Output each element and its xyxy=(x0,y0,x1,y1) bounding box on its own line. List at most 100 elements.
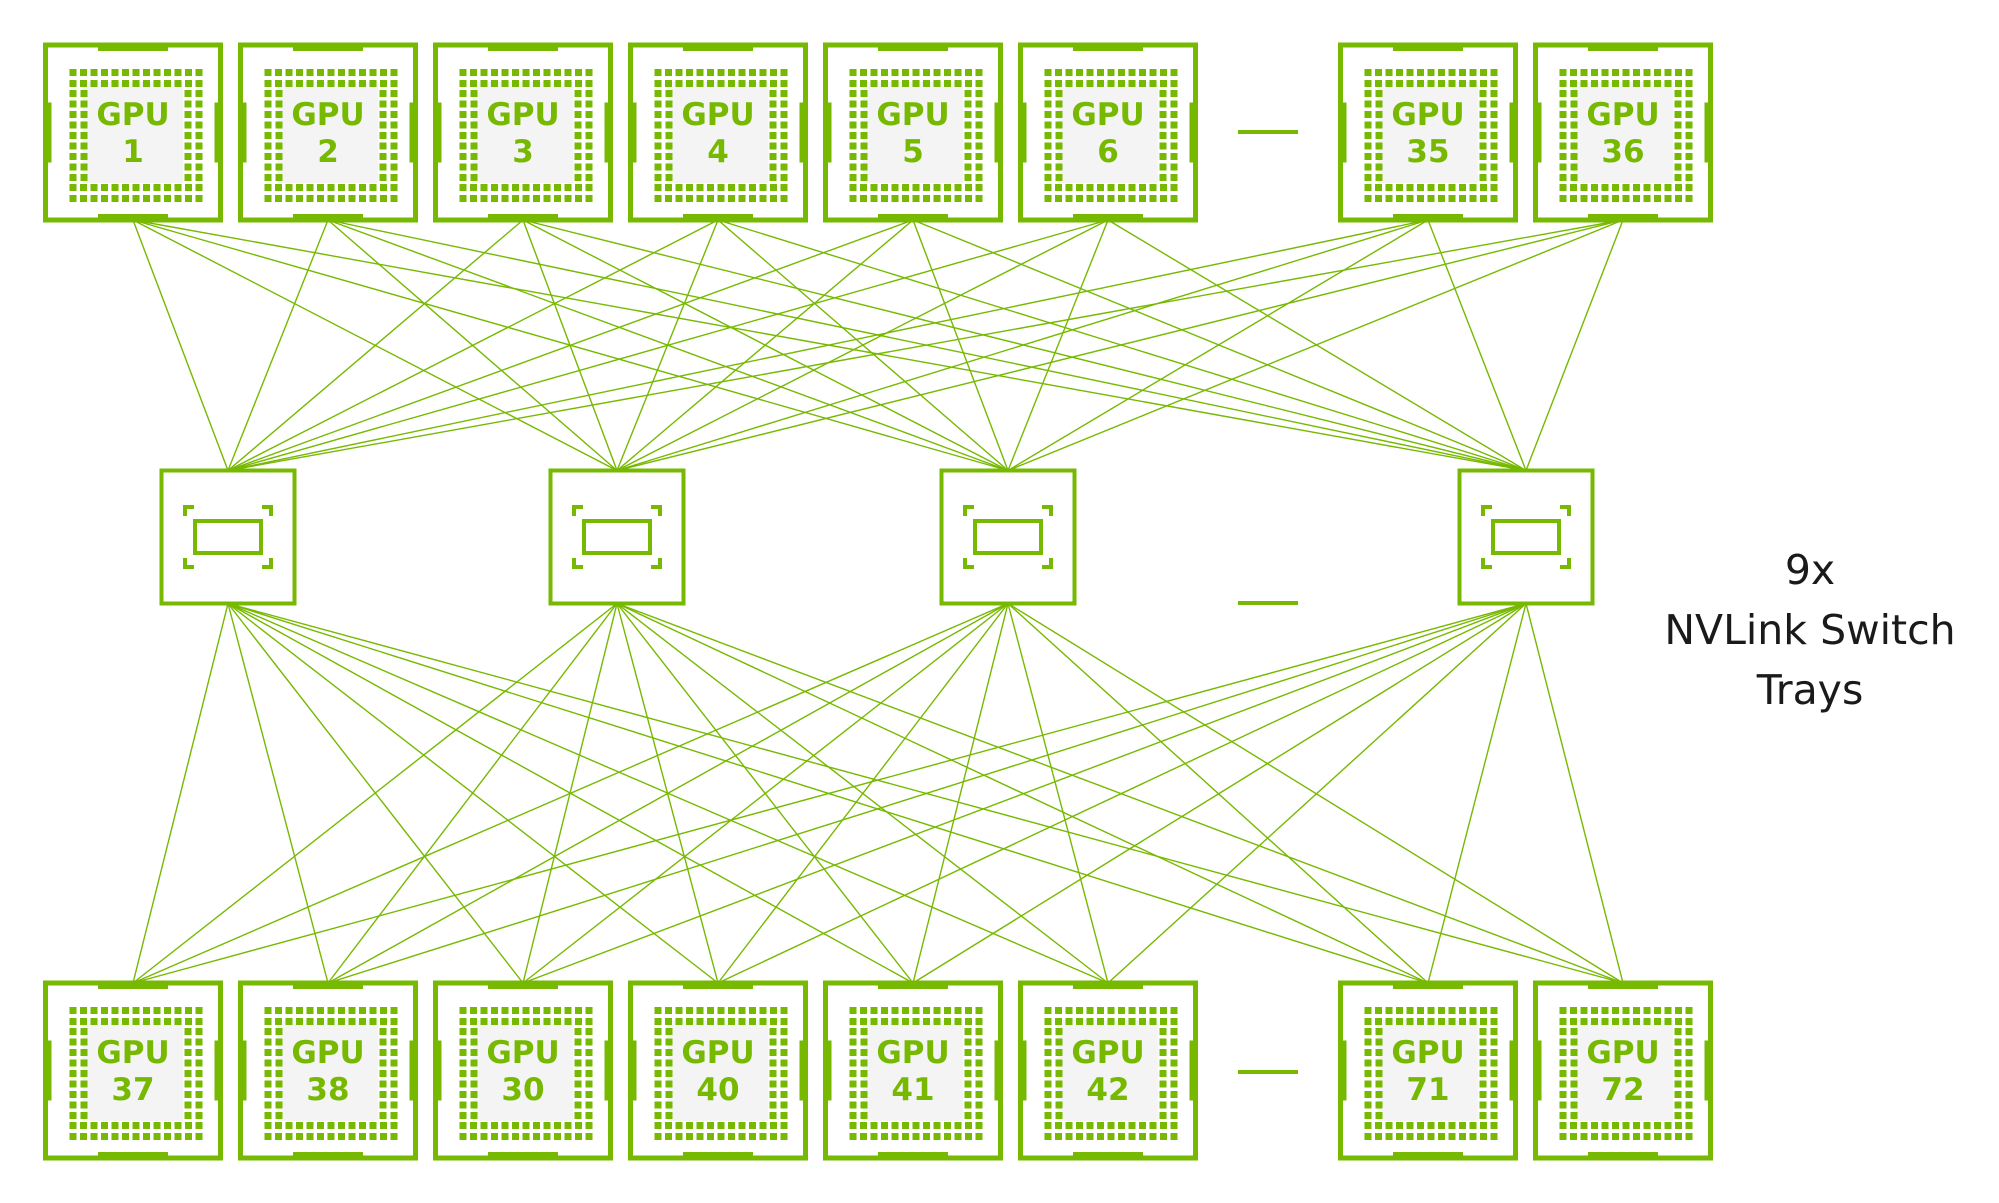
gpu-tab-top xyxy=(878,981,948,989)
link-line xyxy=(616,602,1429,984)
gpu-tab-bottom xyxy=(293,1152,363,1160)
switch-row xyxy=(159,468,1595,606)
link-line xyxy=(1525,603,1624,984)
gpu-tab-right xyxy=(1189,102,1198,163)
gpu-number: 6 xyxy=(1097,134,1119,170)
switch-corner-mark xyxy=(1042,558,1053,569)
gpu-tab-top xyxy=(1393,43,1463,51)
gpu-tab-left xyxy=(1018,102,1027,163)
gpu-number: 5 xyxy=(902,134,924,170)
gpu-pin-grid xyxy=(1044,1007,1178,1140)
switch-chip xyxy=(582,519,652,555)
switch-corner-mark xyxy=(1042,505,1053,516)
gpu-label: GPU xyxy=(1071,97,1144,133)
gpu-pin-grid xyxy=(849,1007,983,1140)
link-line xyxy=(1007,603,1109,984)
gpu-number: 37 xyxy=(111,1072,154,1108)
switch-corner-mark xyxy=(963,558,974,569)
link-line xyxy=(227,219,1109,472)
link-line xyxy=(616,219,1109,472)
gpu-tab-bottom xyxy=(488,1152,558,1160)
link-line xyxy=(227,219,524,472)
gpu-number: 71 xyxy=(1406,1072,1449,1108)
gpu-tab-bottom xyxy=(683,214,753,222)
gpu-number: 3 xyxy=(512,134,534,170)
gpu-tab-right xyxy=(214,102,223,163)
gpu-label: GPU xyxy=(486,1035,559,1071)
switch-chip xyxy=(973,519,1043,555)
switch-corner-mark xyxy=(183,558,194,569)
gpu-tab-bottom xyxy=(1073,214,1143,222)
gpu-pin-grid xyxy=(849,69,983,202)
gpu-tab-top xyxy=(683,43,753,51)
gpu-number: 40 xyxy=(696,1072,739,1108)
link-line xyxy=(227,602,1624,984)
gpu-tab-right xyxy=(409,102,418,163)
gpu-pin-grid xyxy=(264,69,398,202)
gpu-tab-left xyxy=(433,1040,442,1101)
link-line xyxy=(1427,219,1527,471)
switch-frame xyxy=(548,468,686,606)
gpu-tab-right xyxy=(799,102,808,163)
link-line xyxy=(1525,219,1624,471)
gpu-number: 2 xyxy=(317,134,339,170)
gpu-tab-left xyxy=(238,102,247,163)
switch-corner-mark xyxy=(651,558,662,569)
gpu-tab-bottom xyxy=(683,1152,753,1160)
gpu-tab-top xyxy=(488,981,558,989)
switch-corner-mark xyxy=(1560,505,1571,516)
link-line xyxy=(227,219,719,472)
switch-corner-mark xyxy=(262,505,273,516)
gpu-label: GPU xyxy=(1071,1035,1144,1071)
gpu-pin-grid xyxy=(654,69,788,202)
gpu-tab-bottom xyxy=(1588,214,1658,222)
link-line xyxy=(132,603,229,984)
switch-name-line2: Trays xyxy=(1756,666,1864,714)
gpu-tab-top xyxy=(98,981,168,989)
gpu-label: GPU xyxy=(291,1035,364,1071)
link-line xyxy=(1107,602,1527,984)
link-line xyxy=(912,602,1527,984)
link-line xyxy=(227,602,914,984)
gpu-tab-top xyxy=(1073,43,1143,51)
gpu-number: 38 xyxy=(306,1072,349,1108)
gpu-tab-right xyxy=(214,1040,223,1101)
switch-frame xyxy=(159,468,297,606)
link-line xyxy=(1007,219,1624,472)
gpu-label: GPU xyxy=(486,97,559,133)
switch-corner-mark xyxy=(262,558,273,569)
switch-count: 9x xyxy=(1784,546,1836,594)
gpu-tab-left xyxy=(628,1040,637,1101)
link-line xyxy=(616,603,914,984)
link-line xyxy=(912,219,1527,472)
link-line xyxy=(1007,602,1429,984)
gpu-tab-bottom xyxy=(878,214,948,222)
gpu-tab-top xyxy=(1393,981,1463,989)
link-line xyxy=(616,602,1624,984)
gpu-label: GPU xyxy=(681,1035,754,1071)
link-line xyxy=(616,602,1109,984)
gpu-label: GPU xyxy=(1391,1035,1464,1071)
gpu-label: GPU xyxy=(876,1035,949,1071)
gpu-number: 1 xyxy=(122,134,144,170)
nvlink-switch-tray xyxy=(939,468,1077,606)
link-line xyxy=(227,603,329,984)
gpu-tab-bottom xyxy=(1393,1152,1463,1160)
gpu-tab-right xyxy=(994,1040,1003,1101)
gpu-tab-top xyxy=(683,981,753,989)
connection-lines xyxy=(132,219,1624,984)
gpu-tab-left xyxy=(43,1040,52,1101)
gpu-tab-top xyxy=(98,43,168,51)
switch-chip xyxy=(1491,519,1561,555)
gpu-pin-grid xyxy=(459,1007,593,1140)
gpu-tab-top xyxy=(1588,981,1658,989)
link-line xyxy=(227,602,719,984)
link-line xyxy=(1427,603,1527,984)
nvlink-switch-tray xyxy=(548,468,686,606)
